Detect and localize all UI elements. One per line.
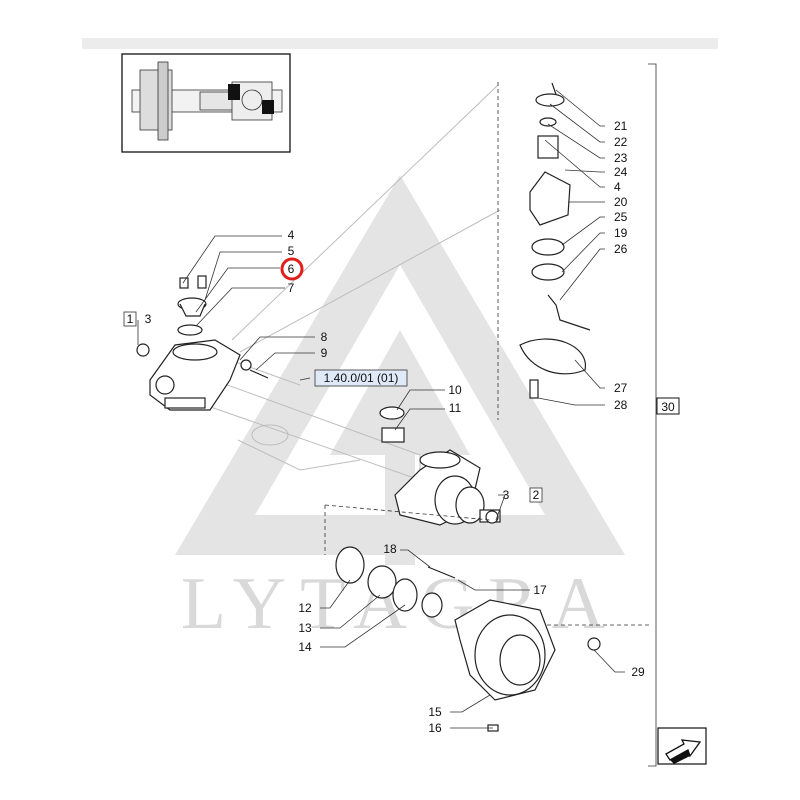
callout-8[interactable]: 8 (321, 330, 328, 344)
arrow-right-icon (665, 739, 702, 764)
callout-28[interactable]: 28 (614, 398, 628, 412)
reference-link[interactable]: 1.40.0/01 (01) (314, 369, 408, 387)
callout-4-right[interactable]: 4 (614, 180, 621, 194)
right-steering-knuckle (394, 449, 501, 526)
callout-23[interactable]: 23 (614, 151, 628, 165)
callout-11[interactable]: 11 (449, 401, 462, 415)
callout-24[interactable]: 24 (614, 165, 628, 179)
next-page-button[interactable] (657, 727, 707, 765)
callout-20[interactable]: 20 (614, 195, 628, 209)
callout-14[interactable]: 14 (298, 640, 312, 654)
hub-assembly (324, 504, 650, 732)
callout-3-right[interactable]: 3 (503, 488, 510, 502)
callout-5[interactable]: 5 (288, 244, 295, 258)
pivot-sensor-assembly (519, 82, 591, 399)
locator-thumbnail (121, 53, 291, 153)
callout-1[interactable]: 1 (127, 312, 134, 326)
callout-3-left[interactable]: 3 (145, 312, 152, 326)
callout-22[interactable]: 22 (614, 135, 628, 149)
callout-21[interactable]: 21 (614, 119, 628, 133)
callout-17[interactable]: 17 (533, 583, 547, 597)
group-number: 30 (661, 400, 675, 414)
right-kingpin-parts (379, 406, 405, 443)
callout-labels: 1 3 4 5 6 7 8 9 10 11 3 2 18 17 12 13 14… (127, 119, 645, 735)
reference-text: 1.40.0/01 (01) (324, 371, 399, 385)
highlight-ring (280, 257, 304, 281)
callout-19[interactable]: 19 (614, 226, 628, 240)
callout-13[interactable]: 13 (298, 621, 312, 635)
group-bracket: 30 (648, 63, 680, 767)
callout-18[interactable]: 18 (383, 542, 397, 556)
left-steering-knuckle (149, 339, 241, 411)
callout-6[interactable]: 6 (288, 262, 295, 276)
callout-7[interactable]: 7 (288, 281, 295, 295)
callout-4-left[interactable]: 4 (288, 228, 295, 242)
callout-15[interactable]: 15 (428, 705, 442, 719)
callout-2[interactable]: 2 (533, 488, 540, 502)
watermark-logo: LYTAGRA (175, 175, 625, 645)
callout-12[interactable]: 12 (298, 601, 312, 615)
callout-10[interactable]: 10 (448, 383, 462, 397)
callout-29[interactable]: 29 (631, 665, 645, 679)
header-bar (82, 38, 718, 49)
callout-9[interactable]: 9 (321, 346, 328, 360)
left-kingpin-parts (136, 275, 269, 379)
callout-16[interactable]: 16 (428, 721, 442, 735)
callout-27[interactable]: 27 (614, 381, 628, 395)
callout-25[interactable]: 25 (614, 210, 628, 224)
callout-26[interactable]: 26 (614, 242, 628, 256)
leader-lines (137, 89, 625, 729)
